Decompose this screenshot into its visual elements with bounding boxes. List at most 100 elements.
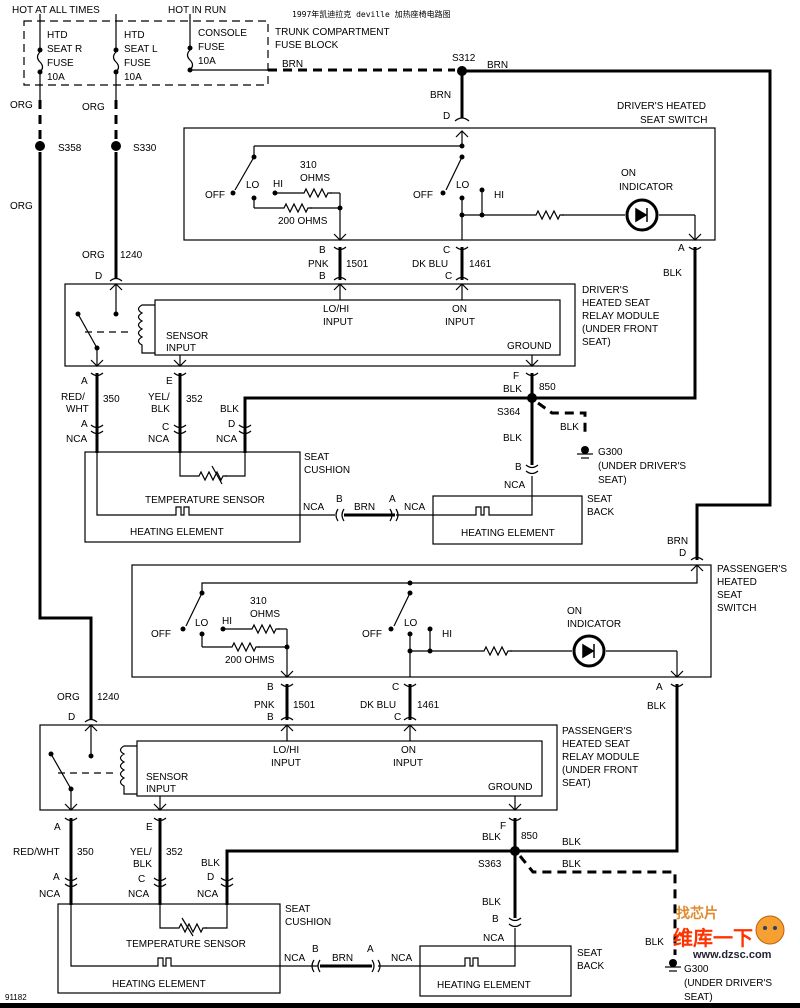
- connector-driver-a-blk: A BLK: [538, 243, 702, 400]
- splice-label-s364: S364: [497, 407, 521, 418]
- watermark-mascot-icon: [755, 915, 785, 945]
- pin-label-b-4: B: [336, 494, 343, 505]
- watermark: 找芯片 维库一下 www.dzsc.com: [673, 905, 785, 961]
- wire-label-org-4: ORG: [82, 250, 105, 261]
- driver-off-label-2: OFF: [413, 190, 433, 201]
- ground-g300-driver-icon: [577, 446, 593, 459]
- connector-passenger-d-blk: BLK D NCA: [197, 849, 515, 905]
- passenger-heated-seat-switch: [131, 564, 712, 678]
- connector-driver-c-1461: C DK BLU 1461 C: [412, 245, 492, 282]
- pin-label-e-2: E: [146, 822, 153, 833]
- driver-relay-label-3: RELAY MODULE: [582, 311, 660, 322]
- passenger-lohi-input-2: INPUT: [271, 758, 301, 769]
- splice-s330: [111, 141, 121, 151]
- driver-relay-label-2: HEATED SEAT: [582, 298, 650, 309]
- connector-driver-d-blk: BLK D NCA: [216, 396, 538, 453]
- wire-label-yelblk-2b: BLK: [133, 859, 152, 870]
- wire-label-redwht-1b: WHT: [66, 404, 89, 415]
- pin-label-a-6: A: [54, 822, 61, 833]
- wire-label-org-1: ORG: [10, 100, 33, 111]
- driver-temperature-sensor-icon: [211, 465, 223, 485]
- driver-on-indicator-label-2: INDICATOR: [619, 182, 673, 193]
- hot-in-run-label: HOT IN RUN: [168, 5, 226, 16]
- passenger-temp-sensor-label: TEMPERATURE SENSOR: [126, 939, 246, 950]
- splice-s363: [510, 846, 520, 856]
- driver-cushion-label-2: CUSHION: [304, 465, 350, 476]
- driver-cushion-heater-icon: [169, 506, 196, 516]
- driver-back-label-1: SEAT: [587, 494, 612, 505]
- connector-driver-e-352: E YEL/ BLK 352 C NCA: [148, 372, 203, 453]
- wire-label-dkblu-2: DK BLU: [360, 700, 396, 711]
- nca-label-7: NCA: [39, 889, 60, 900]
- fuse-l-line2: SEAT L: [124, 44, 158, 55]
- circuit-350-2: 350: [77, 847, 94, 858]
- wire-label-redwht-2: RED/WHT: [13, 847, 60, 858]
- hot-at-all-times-label: HOT AT ALL TIMES: [12, 5, 100, 16]
- wire-label-org-5: ORG: [57, 692, 80, 703]
- wire-blk-to-g300-driver: [537, 401, 587, 432]
- driver-relay-controller: [154, 299, 561, 356]
- splice-label-s363: S363: [478, 859, 502, 870]
- nca-label-10: NCA: [483, 933, 504, 944]
- wire-brn-to-passenger-switch: [462, 69, 772, 560]
- nca-label-3: NCA: [216, 434, 237, 445]
- watermark-url: www.dzsc.com: [692, 949, 772, 961]
- wire-label-blk-7: BLK: [201, 858, 220, 869]
- passenger-lohi-input-1: LO/HI: [273, 745, 299, 756]
- passenger-heated-seat-relay-module: [39, 724, 558, 811]
- wire-label-org-3: ORG: [10, 201, 33, 212]
- passenger-back-heater-icon: [458, 957, 485, 967]
- driver-relay-label-1: DRIVER'S: [582, 285, 629, 296]
- driver-on-input-2: INPUT: [445, 317, 475, 328]
- wire-label-brn-5: BRN: [667, 536, 688, 547]
- driver-relay-coil-icon: [137, 304, 155, 354]
- driver-cushion-heating-element-label: HEATING ELEMENT: [130, 527, 224, 538]
- pin-label-b-6: B: [267, 712, 274, 723]
- nca-label-5: NCA: [303, 502, 324, 513]
- wire-label-blk-9: BLK: [562, 837, 581, 848]
- passenger-sensor-input-1: SENSOR: [146, 772, 188, 783]
- passenger-on-input-2: INPUT: [393, 758, 423, 769]
- nca-label-12: NCA: [391, 953, 412, 964]
- driver-back-heater-icon: [469, 506, 496, 516]
- circuit-1501-1: 1501: [346, 259, 369, 270]
- fuse-block-label-1: TRUNK COMPARTMENT: [275, 27, 390, 38]
- driver-seat-back: [432, 495, 583, 545]
- driver-g300-label-3: SEAT): [598, 475, 627, 486]
- passenger-switch-label-4: SWITCH: [717, 603, 756, 614]
- fuse-l-line1: HTD: [124, 30, 145, 41]
- passenger-relay-coil-icon: [119, 745, 137, 795]
- circuit-1461-1: 1461: [469, 259, 492, 270]
- driver-lohi-input-2: INPUT: [323, 317, 353, 328]
- wire-label-brn-4: BRN: [354, 502, 375, 513]
- connector-passenger-b-1501: B PNK 1501 B: [254, 682, 316, 723]
- splice-label-s312: S312: [452, 53, 476, 64]
- driver-lohi-switch: OFF LO HI 310 OHMS 200 OHMS: [205, 146, 347, 241]
- r200-label-1: 200 OHMS: [278, 216, 328, 227]
- figure-number: 91182: [5, 993, 27, 1002]
- wire-label-blk-8: BLK: [482, 832, 501, 843]
- wire-label-blk-11: BLK: [482, 897, 501, 908]
- fuse-block-label-2: FUSE BLOCK: [275, 40, 339, 51]
- pin-label-b-1: B: [319, 245, 326, 256]
- wire-blk-to-g300-passenger: [518, 855, 677, 955]
- driver-on-input-1: ON: [452, 304, 467, 315]
- fuse-htd-seat-l: HTD SEAT L FUSE 10A: [112, 14, 158, 100]
- passenger-back-label-2: BACK: [577, 961, 605, 972]
- wire-label-blk-10: BLK: [562, 859, 581, 870]
- passenger-lo-label-1: LO: [195, 618, 209, 629]
- driver-hi-label-2: HI: [494, 190, 504, 201]
- r310-label-1a: 310: [300, 160, 317, 171]
- fuse-r-line2: SEAT R: [47, 44, 82, 55]
- passenger-on-indicator-led-icon: [572, 634, 606, 668]
- pin-label-d-6: D: [207, 872, 214, 883]
- pin-label-f-2: F: [500, 821, 506, 832]
- console-fuse-line1: CONSOLE: [198, 28, 247, 39]
- passenger-relay-label-4: (UNDER FRONT: [562, 765, 638, 776]
- passenger-on-indicator-label-2: INDICATOR: [567, 619, 621, 630]
- driver-back-label-2: BACK: [587, 507, 615, 518]
- fuse-block-outline: [23, 20, 269, 86]
- driver-g300-label-2: (UNDER DRIVER'S: [598, 461, 686, 472]
- wire-label-dkblu-1: DK BLU: [412, 259, 448, 270]
